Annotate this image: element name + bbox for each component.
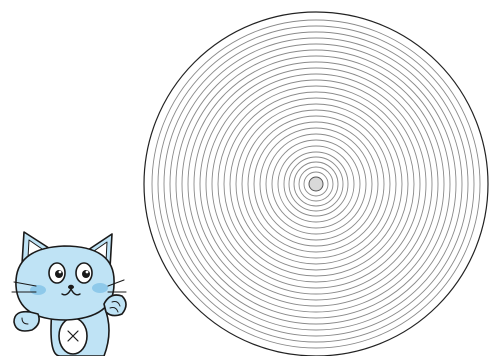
cat-left-cheek	[30, 285, 46, 295]
cat-right-paw	[104, 295, 126, 316]
cat-right-cheek	[92, 283, 108, 293]
cat-left-paw	[14, 312, 39, 331]
cat-head	[16, 246, 114, 320]
